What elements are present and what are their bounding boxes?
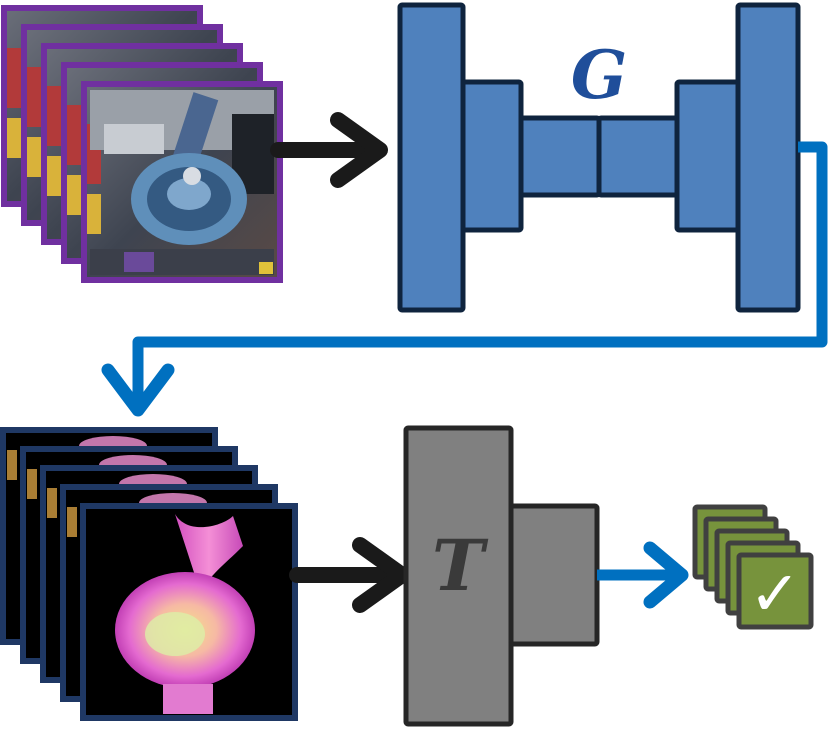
output-check-card: ✓ (736, 552, 814, 630)
task-network: T (403, 425, 600, 727)
generator-label: G (571, 36, 627, 114)
input-frame (81, 81, 283, 283)
arrow-to-generator (270, 112, 388, 188)
generated-frame-stack (0, 427, 298, 721)
task-network-label: T (432, 524, 489, 607)
flow-arrow-generator-to-frames (101, 141, 828, 417)
check-icon: ✓ (749, 557, 801, 630)
arrow-to-outputs (597, 541, 689, 609)
arrow-to-task-network (289, 537, 410, 613)
output-stack: ✓ (692, 504, 814, 630)
input-frame-stack (1, 5, 283, 283)
generator-network: G (397, 2, 801, 313)
generated-frame (80, 503, 298, 721)
